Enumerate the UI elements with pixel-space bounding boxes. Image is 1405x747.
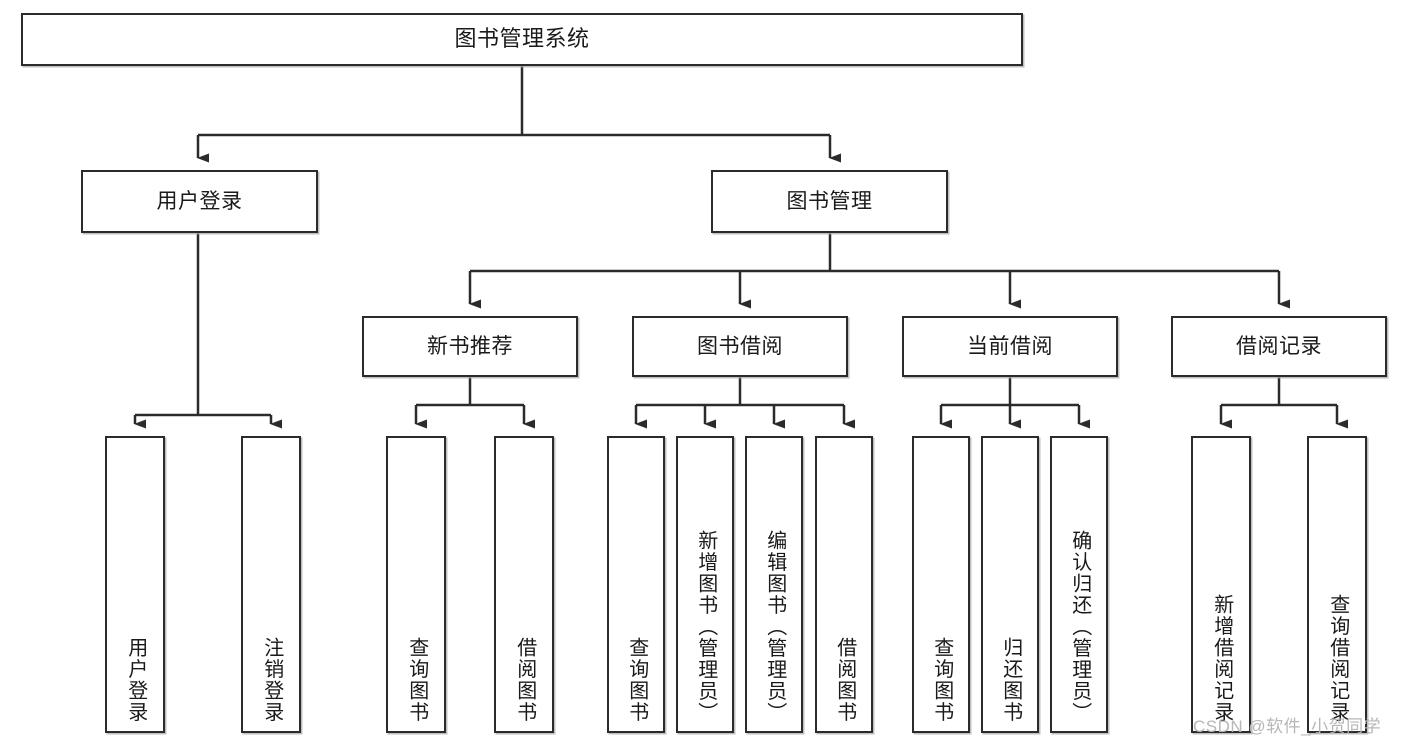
node-label: 查询借阅记录 bbox=[1326, 594, 1349, 723]
node-label: 编辑图书（管理员） bbox=[763, 529, 786, 724]
node-leaf-confirm-return[interactable]: 确认归还（管理员） bbox=[1050, 436, 1108, 733]
node-leaf-query-book-1[interactable]: 查询图书 bbox=[386, 436, 446, 733]
node-label: 图书借阅 bbox=[697, 334, 783, 358]
node-leaf-logout-login[interactable]: 注销登录 bbox=[241, 436, 301, 733]
node-label: 查询图书 bbox=[625, 637, 648, 723]
node-leaf-add-record[interactable]: 新增借阅记录 bbox=[1191, 436, 1251, 733]
node-label: 当前借阅 bbox=[967, 334, 1053, 358]
node-label: 用户登录 bbox=[156, 189, 243, 213]
node-label: 图书管理系统 bbox=[454, 26, 590, 52]
node-label: 借阅图书 bbox=[513, 637, 536, 723]
node-leaf-edit-book[interactable]: 编辑图书（管理员） bbox=[745, 436, 803, 733]
node-label: 归还图书 bbox=[999, 637, 1022, 723]
watermark: CSDN @软件_小贺同学 bbox=[1193, 717, 1382, 736]
node-label: 注销登录 bbox=[260, 637, 283, 723]
node-label: 用户登录 bbox=[124, 637, 147, 723]
node-label: 借阅记录 bbox=[1236, 334, 1322, 358]
node-book-management-system[interactable]: 图书管理系统 bbox=[21, 13, 1023, 66]
node-label: 查询图书 bbox=[405, 637, 428, 723]
node-user-login[interactable]: 用户登录 bbox=[81, 170, 318, 233]
node-leaf-add-book[interactable]: 新增图书（管理员） bbox=[676, 436, 734, 733]
node-label: 新书推荐 bbox=[427, 334, 513, 358]
node-book-borrow[interactable]: 图书借阅 bbox=[632, 316, 848, 377]
node-leaf-user-login[interactable]: 用户登录 bbox=[105, 436, 165, 733]
node-leaf-query-book-2[interactable]: 查询图书 bbox=[607, 436, 665, 733]
node-book-manage[interactable]: 图书管理 bbox=[711, 170, 948, 233]
node-label: 借阅图书 bbox=[833, 637, 856, 723]
node-label: 新增借阅记录 bbox=[1210, 594, 1233, 723]
node-new-book-recommend[interactable]: 新书推荐 bbox=[362, 316, 578, 377]
node-leaf-return-book[interactable]: 归还图书 bbox=[981, 436, 1039, 733]
node-label: 图书管理 bbox=[786, 189, 873, 213]
node-leaf-query-book-3[interactable]: 查询图书 bbox=[912, 436, 970, 733]
node-label: 新增图书（管理员） bbox=[694, 529, 717, 724]
node-leaf-borrow-book-1[interactable]: 借阅图书 bbox=[494, 436, 554, 733]
node-current-borrow[interactable]: 当前借阅 bbox=[902, 316, 1118, 377]
node-leaf-borrow-book-2[interactable]: 借阅图书 bbox=[815, 436, 873, 733]
node-label: 查询图书 bbox=[930, 637, 953, 723]
node-label: 确认归还（管理员） bbox=[1068, 529, 1091, 724]
node-borrow-record[interactable]: 借阅记录 bbox=[1171, 316, 1387, 377]
node-leaf-query-record[interactable]: 查询借阅记录 bbox=[1307, 436, 1367, 733]
